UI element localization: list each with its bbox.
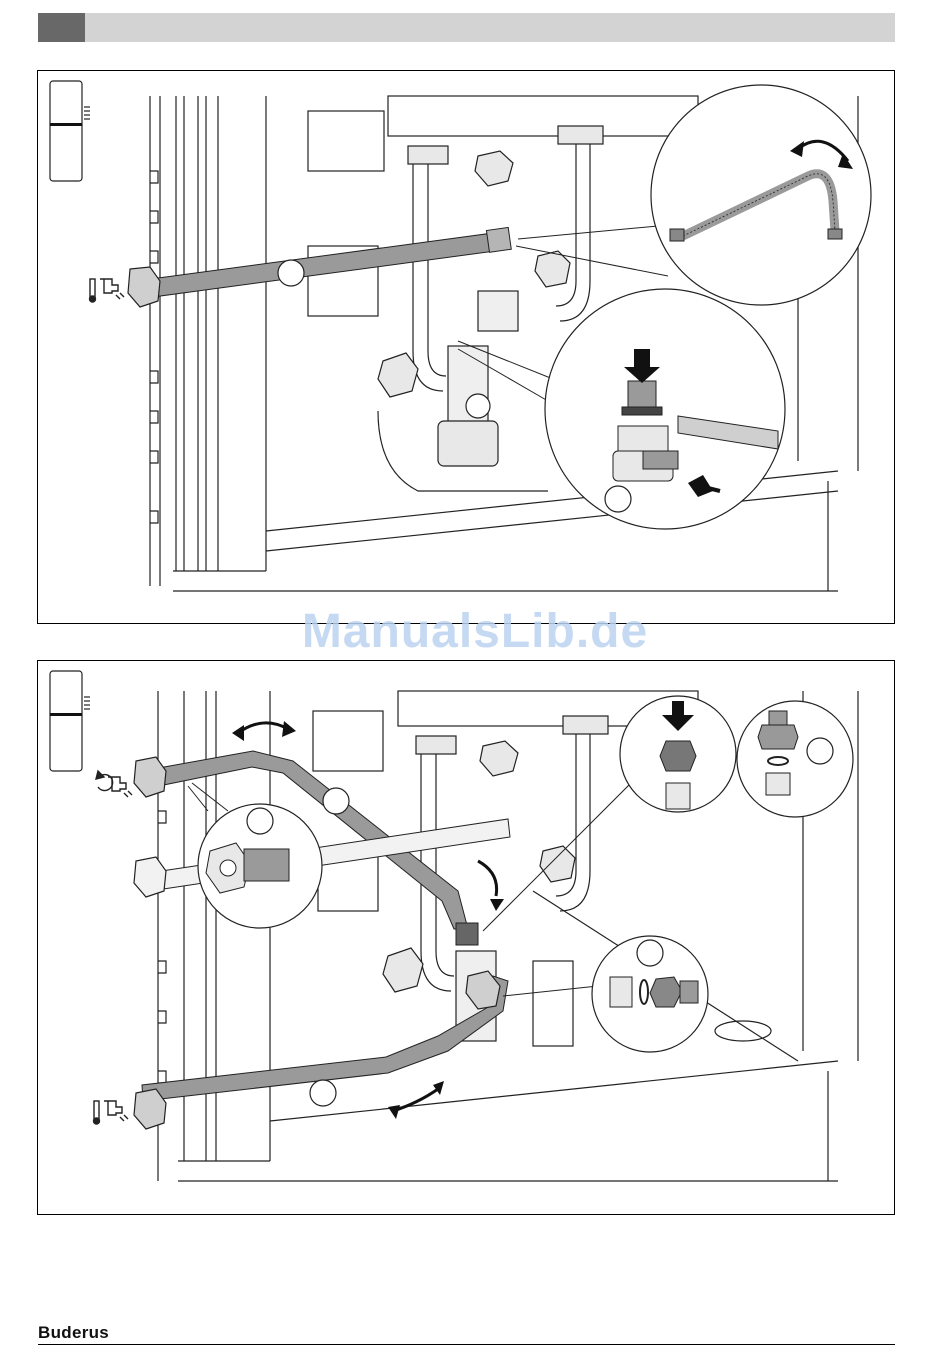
watermark: ManualsLib.de [0, 604, 950, 659]
side-panel-icon [50, 671, 90, 771]
header-tab [38, 13, 85, 42]
hot-water-tap-icon [90, 279, 125, 302]
hot-water-pipe [128, 227, 511, 307]
figure-2-drawing [38, 661, 894, 1214]
hot-water-tap-icon [94, 1101, 129, 1124]
detail-remove-nut [483, 696, 736, 931]
circulation-tap-icon [96, 771, 132, 797]
footer-rule [38, 1344, 895, 1345]
header-bar [38, 13, 895, 42]
figure-1-drawing [38, 71, 894, 624]
detail-flexible-pipe [516, 85, 871, 305]
detail-nut-sleeve [188, 783, 322, 928]
installation-figure-1 [37, 70, 895, 624]
brand-logo: Buderus [38, 1323, 109, 1343]
detail-seal [737, 701, 853, 817]
side-panel-icon [50, 81, 90, 181]
installation-figure-2 [37, 660, 895, 1215]
detail-fittings [503, 936, 708, 1052]
